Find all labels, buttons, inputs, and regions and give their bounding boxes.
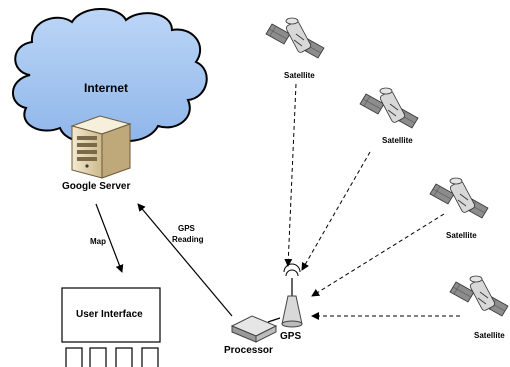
satellite-icon (449, 275, 509, 317)
gps-label: GPS (280, 331, 302, 342)
user-interface-keys (65, 347, 159, 367)
map-arrow (95, 203, 124, 273)
satellite-icon (359, 87, 419, 129)
user-interface-box (61, 287, 161, 343)
google-server-label: Google Server (62, 181, 131, 192)
internet-label: Internet (84, 81, 129, 95)
signal-line-sat2 (301, 151, 371, 271)
processor-router-icon (230, 315, 278, 343)
server-icon (70, 115, 132, 179)
satellite-label-4: Satellite (474, 331, 505, 340)
cloud-icon (12, 8, 208, 143)
gps-antenna-icon (281, 263, 303, 328)
signal-line-sat1 (284, 83, 297, 267)
processor-label: Processor (224, 345, 273, 356)
gps-reading-label-line1: GPS (178, 224, 195, 233)
satellite-label-2: Satellite (382, 136, 413, 145)
satellite-icon (265, 17, 325, 59)
user-interface-label: User Interface (76, 309, 143, 320)
satellite-icon (429, 177, 489, 219)
signal-line-sat3 (311, 213, 445, 297)
gps-to-processor-line (267, 317, 281, 323)
map-label: Map (90, 237, 106, 246)
gps-reading-label-line2: Reading (172, 235, 204, 244)
gps-reading-arrow (137, 203, 233, 317)
satellite-label-3: Satellite (446, 231, 477, 240)
satellite-label-1: Satellite (284, 71, 315, 80)
